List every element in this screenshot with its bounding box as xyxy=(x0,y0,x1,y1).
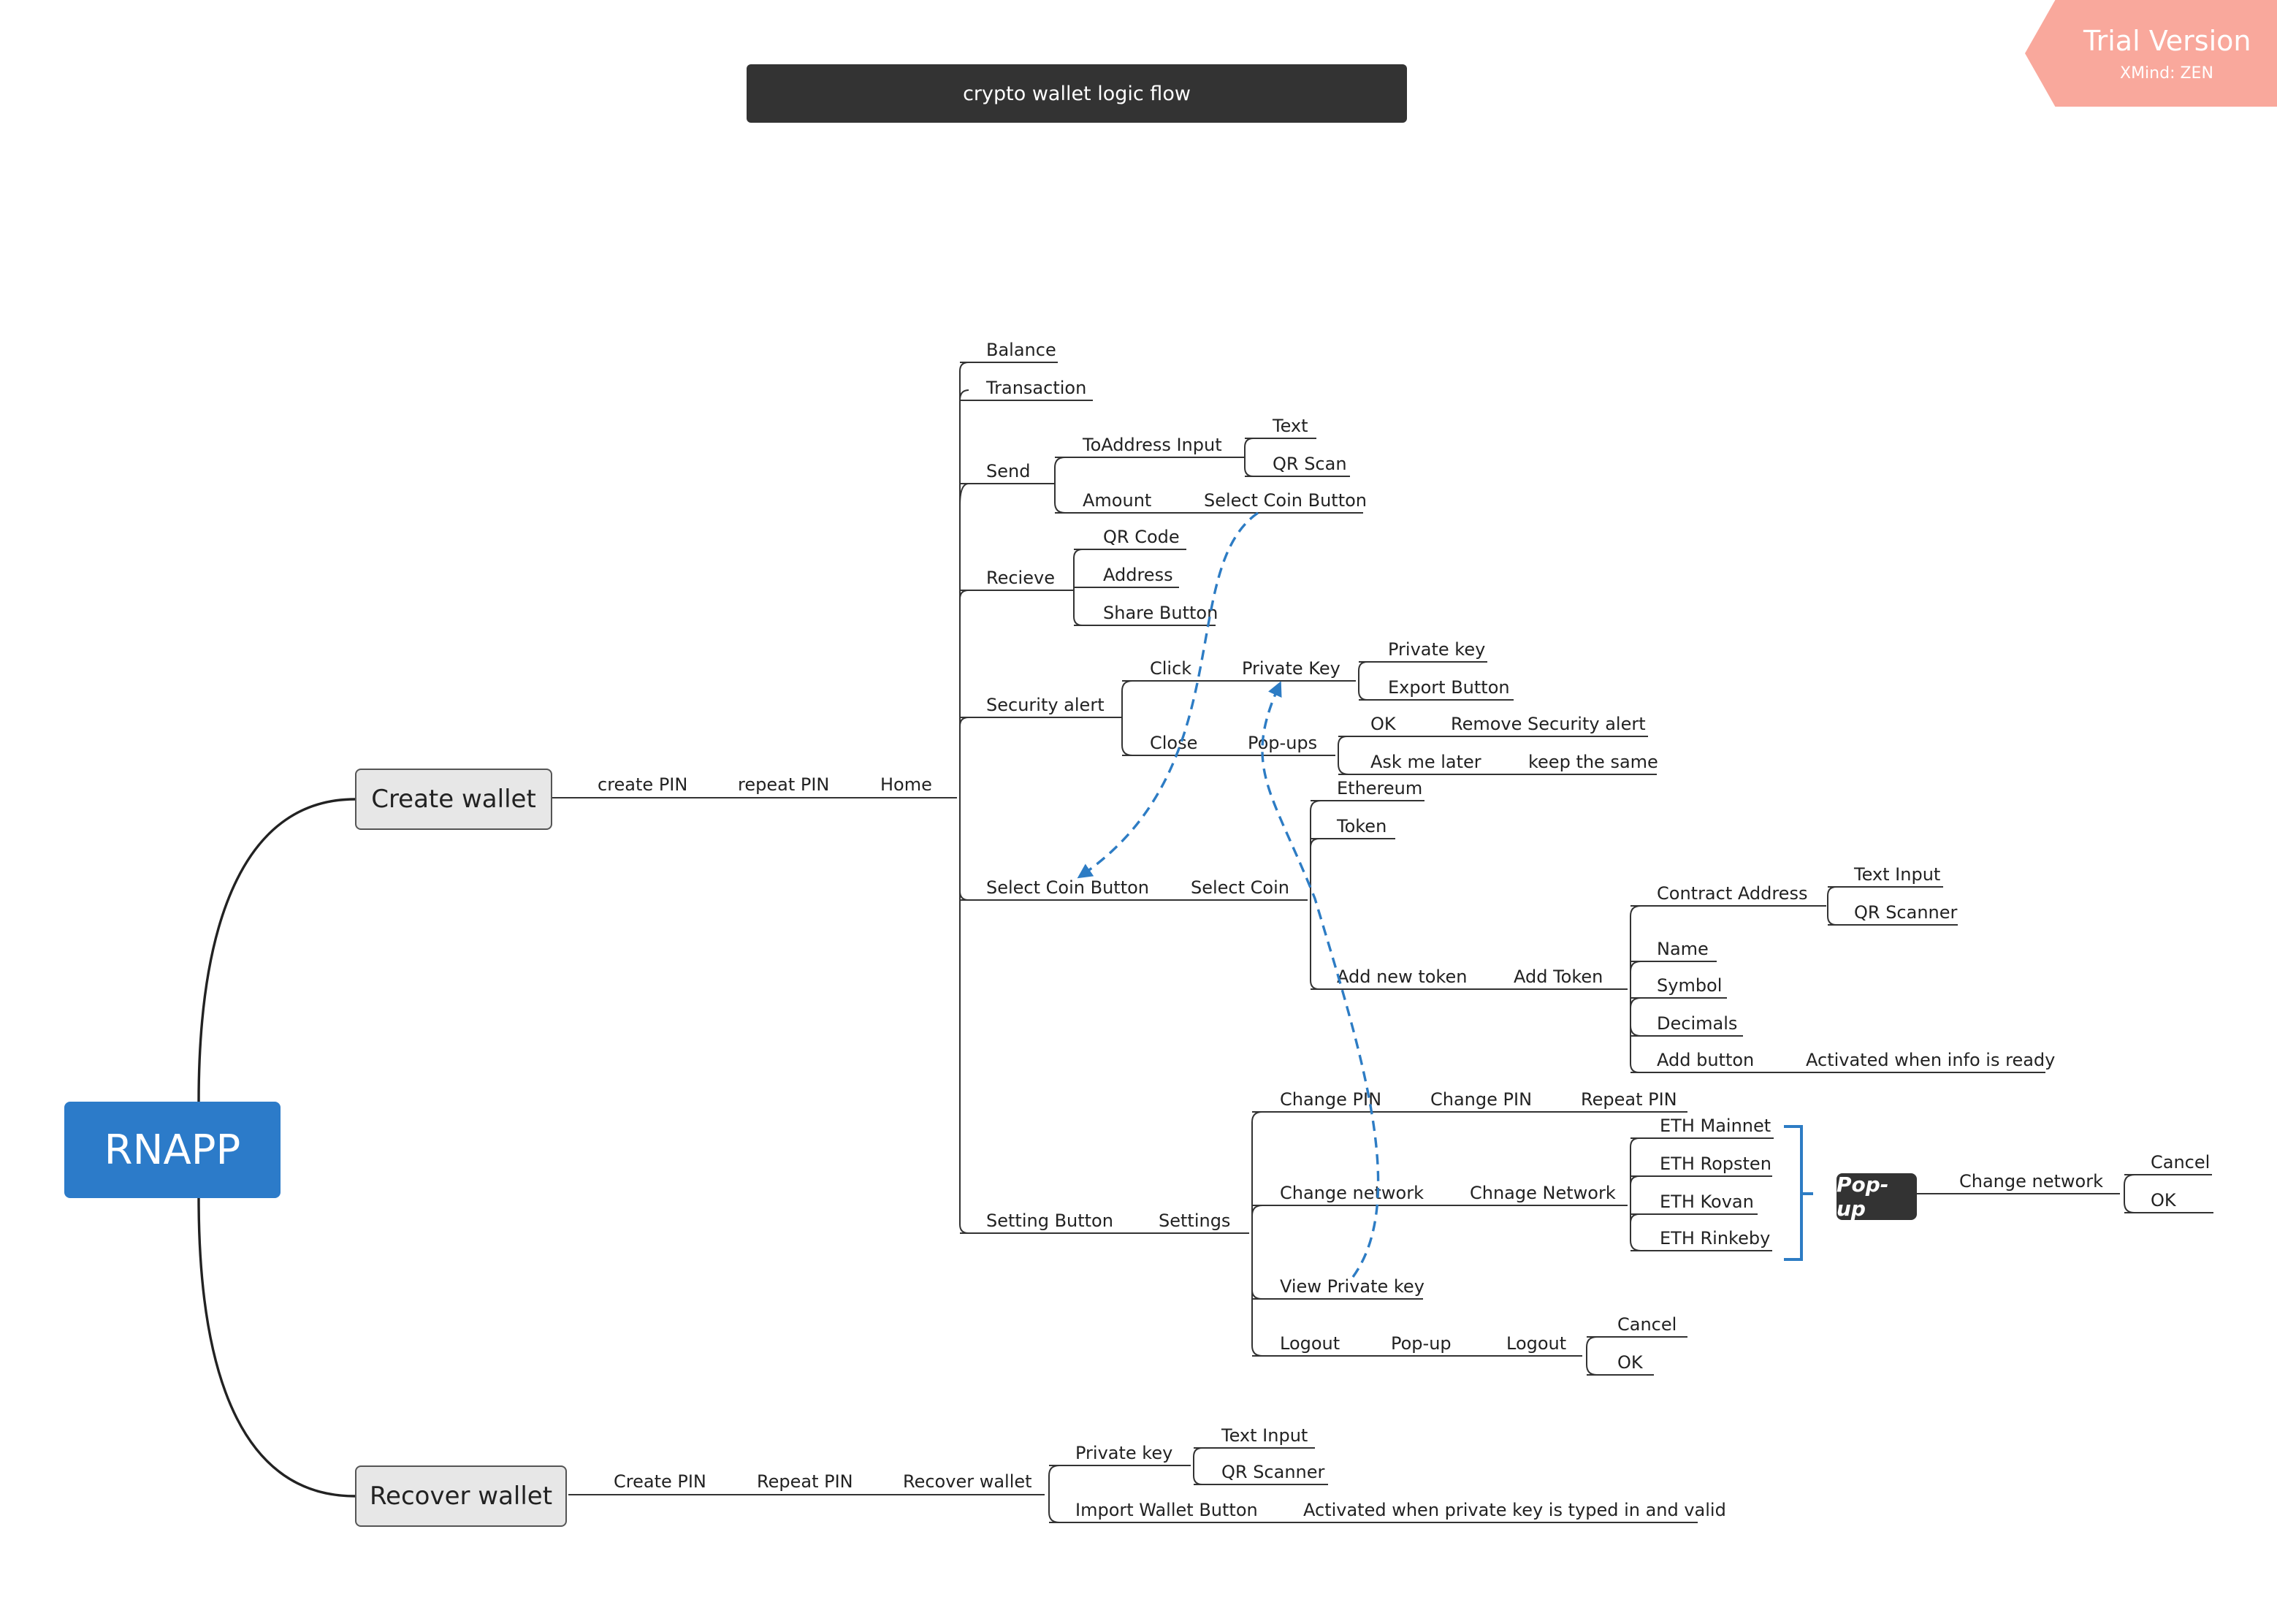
view-private-key-to-private-key-relationship xyxy=(1261,681,1380,1278)
root-to-recover-wallet-connector xyxy=(197,1197,356,1498)
map-title[interactable]: crypto wallet logic flow xyxy=(747,64,1407,123)
recover-wallet-topic[interactable]: Recover wallet xyxy=(903,1471,1032,1492)
recover-wallet-node[interactable]: Recover wallet xyxy=(355,1465,567,1527)
trial-version-title: Trial Version xyxy=(2083,25,2251,57)
create-wallet-node[interactable]: Create wallet xyxy=(355,769,552,830)
qr-scan-option-topic[interactable]: QR Scan xyxy=(1273,454,1347,474)
popup-change-network-topic[interactable]: Change network xyxy=(1959,1171,2103,1192)
ethereum-topic[interactable]: Ethereum xyxy=(1337,778,1422,798)
chnage-network-topic[interactable]: Chnage Network xyxy=(1470,1183,1616,1203)
home-topic[interactable]: Home xyxy=(880,774,932,795)
eth-ropsten-topic[interactable]: ETH Ropsten xyxy=(1660,1154,1771,1174)
root-to-create-wallet-connector xyxy=(197,798,356,1102)
change-network-topic[interactable]: Change network xyxy=(1280,1183,1424,1203)
change-pin-step-topic[interactable]: Change PIN xyxy=(1430,1089,1532,1110)
token-decimals-topic[interactable]: Decimals xyxy=(1657,1013,1737,1034)
logout-topic[interactable]: Logout xyxy=(1280,1333,1340,1354)
recover-repeat-pin-topic[interactable]: Repeat PIN xyxy=(757,1471,853,1492)
select-coin-topic[interactable]: Select Coin xyxy=(1191,877,1289,898)
token-topic[interactable]: Token xyxy=(1336,816,1387,836)
eth-mainnet-topic[interactable]: ETH Mainnet xyxy=(1660,1116,1771,1136)
balance-topic[interactable]: Balance xyxy=(986,340,1056,360)
share-button-topic[interactable]: Share Button xyxy=(1103,603,1218,623)
network-ok-topic[interactable]: OK xyxy=(2151,1190,2177,1211)
to-address-input-topic[interactable]: ToAddress Input xyxy=(1082,435,1222,455)
select-coin-branch: Select Coin Button Select Coin Ethereum … xyxy=(960,778,2055,1073)
settings-topic[interactable]: Settings xyxy=(1159,1211,1230,1231)
change-pin-topic[interactable]: Change PIN xyxy=(1280,1089,1381,1110)
pop-ups-topic[interactable]: Pop-ups xyxy=(1248,733,1317,753)
settings-branch: Setting Button Settings Change PIN Chang… xyxy=(960,1089,2213,1376)
export-button-topic[interactable]: Export Button xyxy=(1388,677,1510,698)
security-alert-branch: Security alert Click Private Key Private… xyxy=(960,639,1658,775)
send-branch: Send ToAddress Input Text QR Scan Amount… xyxy=(960,416,1367,514)
keep-the-same-topic[interactable]: keep the same xyxy=(1528,752,1658,772)
add-new-token-topic[interactable]: Add new token xyxy=(1337,967,1467,987)
token-name-topic[interactable]: Name xyxy=(1657,939,1709,959)
network-popup-node[interactable]: Pop-up xyxy=(1837,1173,1917,1221)
import-wallet-button-topic[interactable]: Import Wallet Button xyxy=(1075,1500,1258,1520)
select-coin-button-topic[interactable]: Select Coin Button xyxy=(986,877,1149,898)
add-button-topic[interactable]: Add button xyxy=(1657,1050,1754,1070)
trial-version-subtitle: XMind: ZEN xyxy=(2120,64,2213,83)
recover-text-input-topic[interactable]: Text Input xyxy=(1221,1425,1308,1446)
transaction-topic[interactable]: Transaction xyxy=(985,378,1086,398)
trial-version-badge xyxy=(2025,0,2277,107)
setting-button-topic[interactable]: Setting Button xyxy=(986,1211,1113,1231)
create-wallet-chain: create PIN repeat PIN Home xyxy=(552,774,957,798)
add-token-topic[interactable]: Add Token xyxy=(1514,967,1603,987)
root-node[interactable]: RNAPP xyxy=(64,1102,281,1198)
recover-qr-scanner-topic[interactable]: QR Scanner xyxy=(1221,1462,1325,1482)
contract-qr-scanner-topic[interactable]: QR Scanner xyxy=(1854,902,1958,923)
ok-topic[interactable]: OK xyxy=(1370,714,1397,734)
logout-popup-topic[interactable]: Pop-up xyxy=(1391,1333,1452,1354)
add-button-note-topic[interactable]: Activated when info is ready xyxy=(1806,1050,2055,1070)
contract-text-input-topic[interactable]: Text Input xyxy=(1853,864,1940,885)
logout-ok-topic[interactable]: OK xyxy=(1617,1352,1644,1373)
contract-address-topic[interactable]: Contract Address xyxy=(1657,883,1807,904)
create-pin-topic[interactable]: create PIN xyxy=(598,774,687,795)
text-option-topic[interactable]: Text xyxy=(1272,416,1308,436)
logout-confirm-topic[interactable]: Logout xyxy=(1506,1333,1566,1354)
view-private-key-topic[interactable]: View Private key xyxy=(1280,1276,1424,1297)
remove-security-alert-topic[interactable]: Remove Security alert xyxy=(1451,714,1646,734)
recover-wallet-branch: Create PIN Repeat PIN Recover wallet Pri… xyxy=(568,1425,1726,1523)
click-topic[interactable]: Click xyxy=(1150,658,1191,679)
security-alert-topic[interactable]: Security alert xyxy=(986,695,1105,715)
repeat-pin-step-topic[interactable]: Repeat PIN xyxy=(1581,1089,1677,1110)
eth-kovan-topic[interactable]: ETH Kovan xyxy=(1660,1192,1754,1212)
recover-private-key-topic[interactable]: Private key xyxy=(1075,1443,1172,1463)
receive-topic[interactable]: Recieve xyxy=(986,568,1055,588)
send-topic[interactable]: Send xyxy=(986,461,1030,481)
receive-qr-code-topic[interactable]: QR Code xyxy=(1103,527,1180,547)
receive-branch: Recieve QR Code Address Share Button xyxy=(960,527,1218,626)
recover-create-pin-topic[interactable]: Create PIN xyxy=(614,1471,706,1492)
logout-cancel-topic[interactable]: Cancel xyxy=(1617,1314,1677,1335)
repeat-pin-topic[interactable]: repeat PIN xyxy=(738,774,829,795)
network-summary-bracket xyxy=(1784,1125,1813,1261)
eth-rinkeby-topic[interactable]: ETH Rinkeby xyxy=(1660,1228,1770,1249)
close-topic[interactable]: Close xyxy=(1150,733,1197,753)
security-private-key-topic[interactable]: Private key xyxy=(1388,639,1485,660)
send-select-coin-button-topic[interactable]: Select Coin Button xyxy=(1204,490,1367,511)
receive-address-topic[interactable]: Address xyxy=(1103,565,1173,585)
home-connectors xyxy=(959,362,969,1234)
send-to-select-coin-relationship xyxy=(1077,511,1259,879)
token-symbol-topic[interactable]: Symbol xyxy=(1657,975,1722,996)
import-note-topic[interactable]: Activated when private key is typed in a… xyxy=(1303,1500,1726,1520)
amount-topic[interactable]: Amount xyxy=(1083,490,1151,511)
ask-me-later-topic[interactable]: Ask me later xyxy=(1370,752,1481,772)
network-cancel-topic[interactable]: Cancel xyxy=(2151,1152,2210,1173)
private-key-topic[interactable]: Private Key xyxy=(1242,658,1340,679)
